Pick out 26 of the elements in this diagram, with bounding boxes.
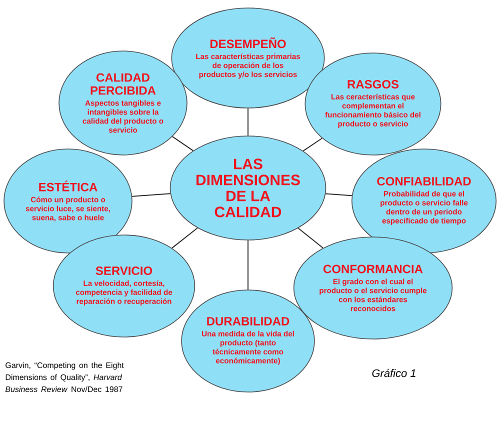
ellipse-node [304,52,442,156]
node-title: DESEMPEÑO [210,37,286,48]
ellipse-node [293,236,453,340]
connector-line [172,136,194,152]
node-title: LAS DIMENSIONES DE LA CALIDAD [196,158,300,218]
node-title: RASGOS [348,80,399,88]
node-title: CONFORMANCIA [324,264,423,274]
ellipse-node [171,8,325,108]
connector-line [172,227,198,249]
node-title: DURABILIDAD [207,317,290,326]
connector-line [302,138,323,152]
connector-line [132,193,171,197]
ellipse-node [58,50,188,156]
ellipse-node [52,234,196,338]
node-title: ESTÉTICA [39,180,98,192]
ellipse-node [170,136,326,240]
node-title: CONFIABILIDAD [377,177,471,186]
ellipse-node [351,148,497,254]
ellipse-node [4,148,132,254]
figure-label: Gráfico 1 [372,368,416,378]
connector-line [298,228,324,248]
node-title: CALIDAD PERCIBIDA [90,73,156,95]
connector-line [325,193,352,196]
citation: Garvin, “Competing on the Eight Dimensions of Quality”, Harvard Business Review Nov/Dec 1987 [5,362,124,392]
ellipse-node [181,290,315,392]
node-title: SERVICIO [96,266,152,275]
